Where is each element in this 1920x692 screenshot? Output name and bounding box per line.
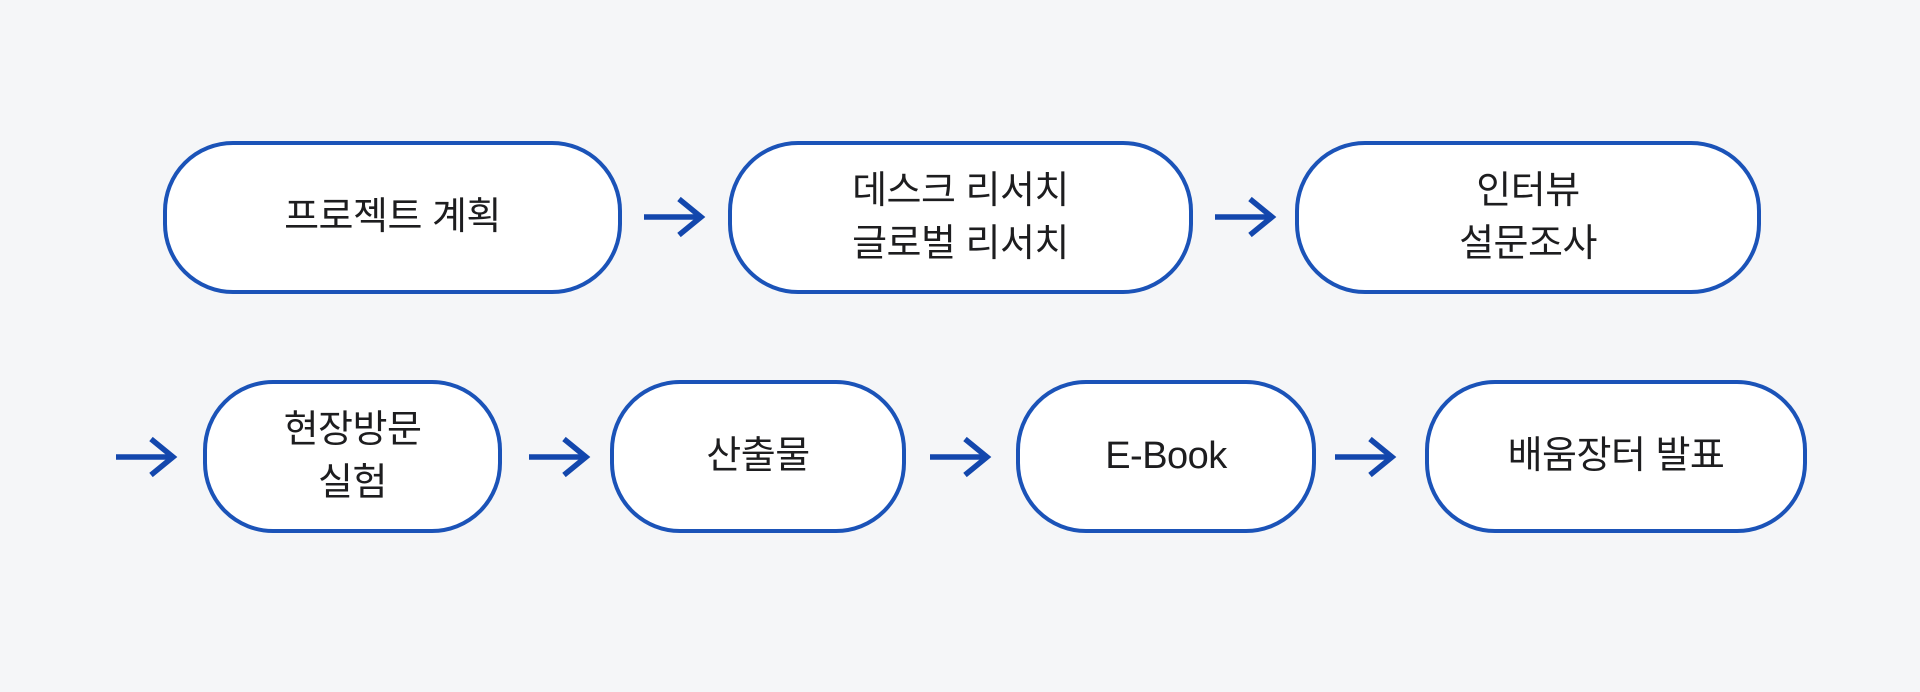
arrow-right-icon bbox=[114, 434, 180, 480]
arrow-right-icon bbox=[1333, 434, 1399, 480]
flow-node-deliverables: 산출물 bbox=[610, 380, 906, 533]
flow-node-desk-research: 데스크 리서치 글로벌 리서치 bbox=[728, 141, 1193, 294]
flow-node-label: 배움장터 발표 bbox=[1507, 435, 1725, 478]
arrow-right-icon bbox=[928, 434, 994, 480]
flow-node-learning-market-presentation: 배움장터 발표 bbox=[1425, 380, 1807, 533]
flow-node-label: 산출물 bbox=[706, 435, 810, 478]
arrow-right-icon bbox=[1213, 194, 1279, 240]
flow-node-project-plan: 프로젝트 계획 bbox=[163, 141, 622, 294]
arrow-right-icon bbox=[642, 194, 708, 240]
flow-node-label: 데스크 리서치 글로벌 리서치 bbox=[852, 170, 1069, 265]
flow-node-label: E-Book bbox=[1105, 435, 1227, 478]
flow-node-label: 프로젝트 계획 bbox=[284, 196, 501, 239]
flow-node-field-visit-experiment: 현장방문 실험 bbox=[203, 380, 502, 533]
flow-node-label: 현장방문 실험 bbox=[283, 409, 422, 504]
flow-node-label: 인터뷰 설문조사 bbox=[1459, 170, 1597, 265]
flow-node-ebook: E-Book bbox=[1016, 380, 1316, 533]
arrow-right-icon bbox=[527, 434, 593, 480]
flow-node-interview-survey: 인터뷰 설문조사 bbox=[1295, 141, 1761, 294]
